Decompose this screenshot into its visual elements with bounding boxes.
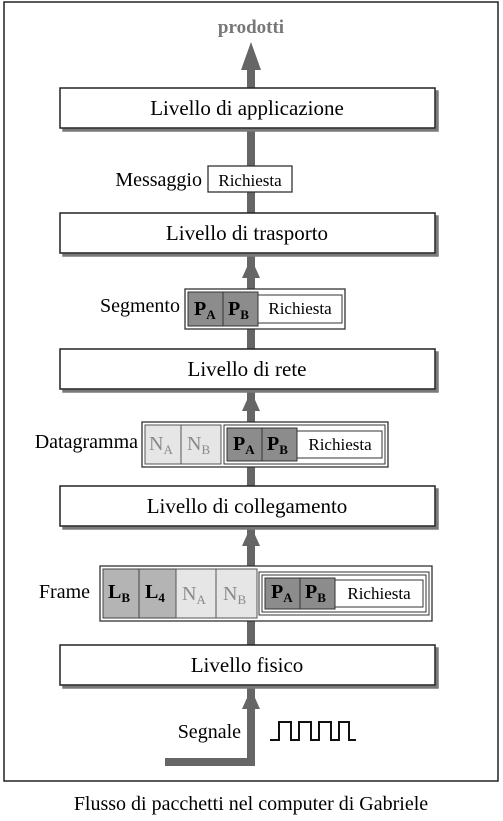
layer-network: Livello di rete (59, 348, 436, 390)
top-label: prodotti (218, 17, 284, 38)
arrowhead-2 (242, 391, 260, 411)
flow-arrow-shaft (247, 70, 255, 760)
signal-label: Segnale (178, 721, 241, 743)
frame-header-na: NA (182, 583, 206, 607)
layer-transport: Livello di trasporto (59, 212, 436, 254)
message-unit: Messaggio Richiesta (115, 165, 293, 193)
arrowhead-1 (242, 258, 260, 278)
segment-unit: Segmento PA PB Richiesta (100, 288, 346, 330)
outer-frame (3, 1, 499, 782)
layer-link-label: Livello di collegamento (147, 494, 348, 518)
segment-header-pa: PA (194, 298, 216, 322)
signal-unit: Segnale (178, 721, 356, 743)
datagram-header-pa: PA (233, 433, 255, 457)
datagram-unit: Datagramma NA NB PA PB Richiesta (35, 421, 389, 468)
square-wave-icon (270, 721, 356, 741)
datagram-label: Datagramma (35, 431, 138, 453)
frame-header-nb: NB (223, 583, 246, 607)
segment-payload: Richiesta (268, 299, 332, 318)
arrowhead-4 (242, 689, 260, 709)
datagram-header-pb: PB (267, 433, 288, 457)
datagram-header-nb: NB (187, 433, 210, 457)
datagram-header-na: NA (149, 433, 173, 457)
arrowhead-3 (242, 526, 260, 546)
flow-arrow-entry (165, 758, 255, 766)
datagram-payload: Richiesta (308, 435, 372, 454)
figure-caption: Flusso di pacchetti nel computer di Gabr… (74, 793, 428, 815)
layer-physical-label: Livello fisico (191, 653, 304, 677)
message-payload: Richiesta (218, 171, 282, 190)
message-label: Messaggio (115, 169, 202, 191)
arrowhead-top (241, 42, 261, 70)
frame-payload: Richiesta (347, 584, 411, 603)
frame-header-lb: LB (108, 581, 130, 605)
frame-label: Frame (39, 581, 90, 603)
frame-header-pb: PB (305, 581, 326, 605)
frame-unit: Frame LB L4 NA NB PA PB Richiesta (39, 565, 433, 622)
segment-header-pb: PB (228, 298, 249, 322)
layer-link: Livello di collegamento (59, 485, 436, 527)
frame-header-pa: PA (271, 581, 293, 605)
segment-label: Segmento (100, 295, 180, 317)
layer-network-label: Livello di rete (188, 357, 307, 381)
layer-physical: Livello fisico (59, 644, 436, 686)
frame-header-l4: L4 (145, 581, 165, 605)
layer-application: Livello di applicazione (59, 87, 436, 129)
layer-application-label: Livello di applicazione (150, 96, 344, 120)
layer-transport-label: Livello di trasporto (166, 221, 328, 245)
